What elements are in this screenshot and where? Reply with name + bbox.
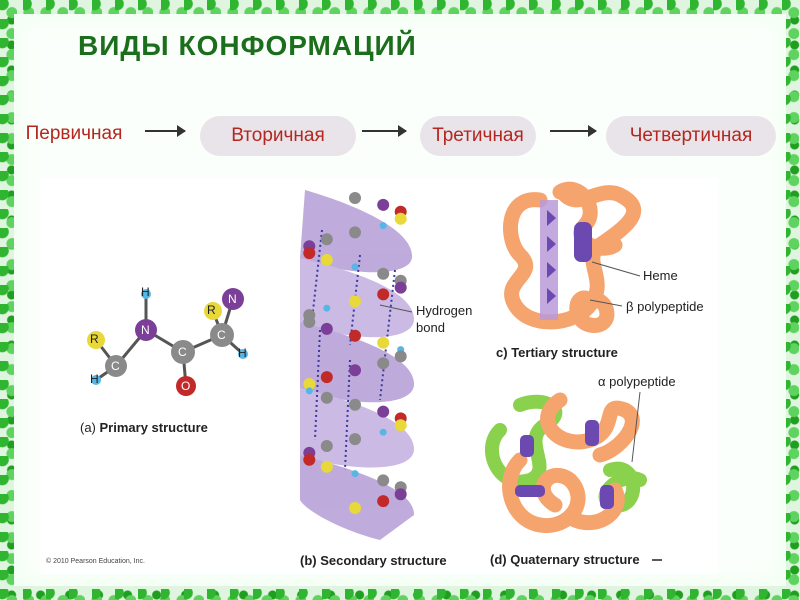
helix-atom [377, 495, 390, 508]
atom-c3-label: C [217, 328, 226, 342]
level-quaternary: Четвертичная [606, 116, 776, 156]
heme-label: Heme [643, 268, 678, 283]
beta-label: β polypeptide [626, 299, 704, 314]
helix-atom [349, 433, 361, 446]
primary-atoms [87, 288, 248, 396]
helix-atom [377, 198, 390, 211]
caption-secondary: (b) Secondary structure [300, 553, 447, 568]
helix-atom [377, 474, 390, 487]
atom-c2-label: C [178, 345, 187, 359]
alpha-pointer [631, 391, 641, 463]
atom-n2-label: N [228, 292, 237, 306]
helix-atom [394, 212, 407, 225]
helix-atom [379, 222, 387, 230]
heme-pointer [591, 261, 641, 277]
helix-atom [349, 192, 361, 204]
helix-atom [303, 247, 316, 260]
caption-primary-letter: (a) [80, 420, 96, 435]
caption-quaternary-letter: (d) [490, 552, 507, 567]
helix-atom [394, 281, 407, 294]
slide-title: ВИДЫ КОНФОРМАЦИЙ [78, 30, 417, 61]
caption-tertiary: c) Tertiary structure [496, 345, 618, 360]
helix-atom [377, 267, 390, 280]
helix-atom [320, 322, 333, 335]
helix-atom [349, 364, 361, 377]
caption-quaternary-text: Quaternary structure [510, 552, 640, 567]
helix-atom [305, 387, 313, 395]
level-secondary: Вторичная [200, 116, 356, 156]
helix-atom [377, 288, 390, 301]
hydrogen-label-2: bond [416, 320, 445, 335]
helix-atom [320, 233, 333, 246]
helix-atom [377, 405, 390, 418]
atom-h-label: H [141, 285, 150, 299]
atom-c-label: C [111, 359, 120, 373]
caption-primary: (a) Primary structure [80, 420, 208, 435]
helix-atoms [303, 192, 407, 514]
helix-atom [349, 502, 361, 514]
caption-secondary-text: Secondary structure [320, 553, 447, 568]
atom-o-label: O [181, 379, 191, 393]
quaternary-heme [515, 420, 614, 509]
helix-atom [323, 304, 331, 312]
helix-atom [379, 428, 387, 436]
level-primary: Первичная [25, 123, 123, 144]
helix-atom [394, 419, 407, 432]
helix-atom [351, 470, 359, 478]
helix-atom [303, 316, 316, 328]
beta-strand [540, 200, 558, 320]
level-tertiary: Третичная [420, 116, 536, 156]
atom-h3-label: H [238, 346, 247, 360]
heme-group [574, 222, 592, 262]
helix-atom [394, 488, 407, 501]
caption-tertiary-letter: c) [496, 345, 508, 360]
atom-r-label: R [90, 332, 99, 346]
beta-teeth [547, 210, 556, 304]
beta-pointer [589, 299, 623, 307]
helix-atom [351, 263, 359, 271]
helix-atom [303, 378, 316, 390]
helix-atom [320, 391, 333, 404]
caption-tertiary-text: Tertiary structure [511, 345, 618, 360]
helix-atom [394, 350, 407, 363]
helix-atom [349, 295, 361, 308]
arrow-1 [145, 125, 186, 137]
helix-atom [349, 226, 361, 239]
helix-atom [377, 336, 390, 349]
atom-n-label: N [141, 323, 150, 337]
helix-atom [303, 453, 316, 466]
caption-quaternary: (d) Quaternary structure [490, 552, 640, 567]
helix-atom [320, 440, 333, 452]
atom-h2-label: H [90, 372, 99, 386]
caption-secondary-letter: (b) [300, 553, 317, 568]
copyright: © 2010 Pearson Education, Inc. [46, 558, 145, 565]
arrow-3 [550, 125, 597, 137]
quaternary-orange [502, 392, 640, 533]
helix-atom [349, 329, 361, 342]
helix-atom [320, 371, 333, 384]
caption-primary-text: Primary structure [99, 420, 208, 435]
hydrogen-label-1: Hydrogen [416, 303, 473, 318]
alpha-label: α polypeptide [598, 374, 676, 389]
arrow-2 [362, 125, 407, 137]
atom-r2-label: R [207, 303, 216, 317]
bond-pointer [379, 304, 413, 313]
helix-atom [377, 357, 390, 370]
helix-atom [320, 254, 333, 266]
helix-atom [349, 398, 361, 411]
helix-atom [320, 460, 333, 473]
